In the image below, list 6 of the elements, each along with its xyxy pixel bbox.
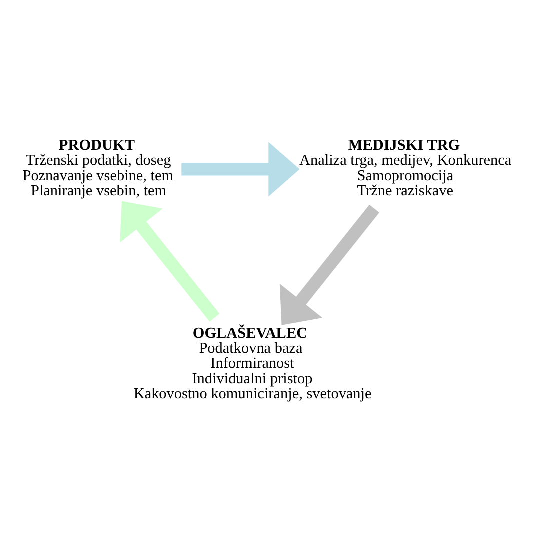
node-text: MEDIJSKI TRG Analiza trga, medijev, Konkurenca Samopromocija Tržne raziskave <box>300 136 512 200</box>
node-text: OGLAŠEVALEC Podatkovna baza Informiranost Individualni pristop Kakovostno komuniciranje, svetovanje <box>134 324 372 403</box>
arrow <box>182 142 300 197</box>
arrow <box>120 201 220 322</box>
node-text: PRODUKT Trženski podatki, doseg Poznavanje vsebine, tem Planiranje vsebin, tem <box>22 136 174 200</box>
arrow <box>280 204 380 326</box>
